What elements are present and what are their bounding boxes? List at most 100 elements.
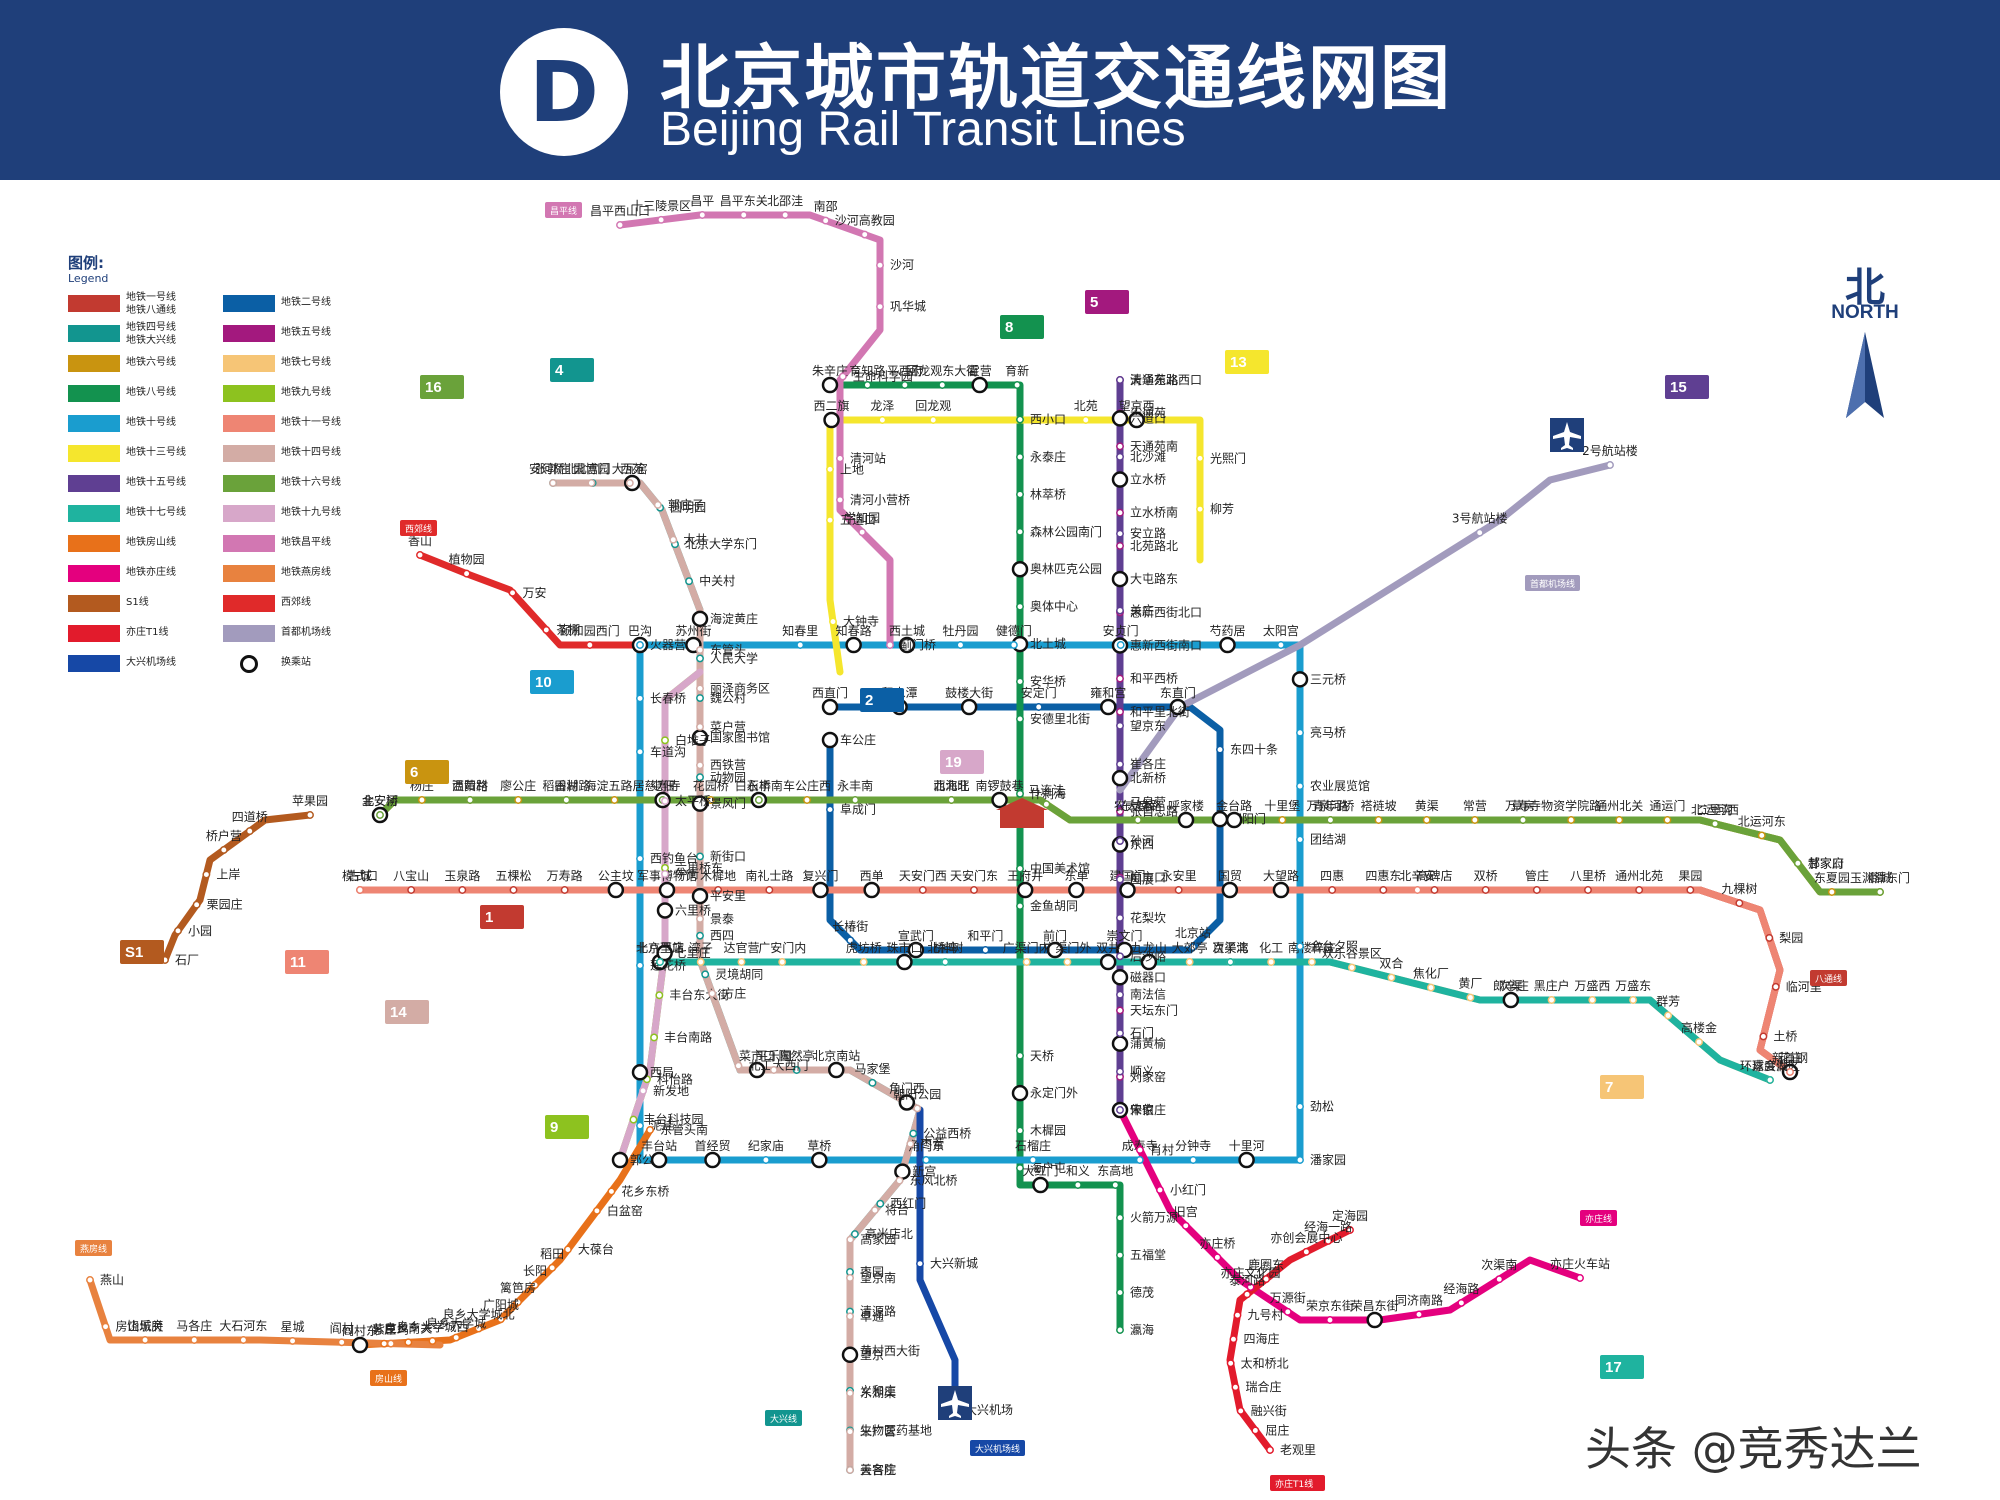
station-label: 苏州街 bbox=[675, 624, 711, 638]
legend-item: 地铁二号线 bbox=[223, 293, 373, 313]
station-label: 菜户营 bbox=[710, 719, 746, 734]
station-label: 角门东 bbox=[908, 1138, 944, 1153]
station-label: 屈庄 bbox=[1265, 1422, 1289, 1437]
station-label: 景泰 bbox=[710, 912, 734, 926]
transfer-station-icon bbox=[1225, 811, 1243, 829]
station-label: 国展 bbox=[1130, 872, 1154, 886]
station-dot bbox=[1519, 816, 1527, 824]
station-dot bbox=[306, 811, 314, 819]
line-route bbox=[1116, 1106, 1584, 1324]
station-label: 海淀黄庄 bbox=[710, 611, 758, 626]
transfer-station-icon bbox=[351, 1336, 369, 1354]
station-label: 田村 bbox=[554, 779, 578, 793]
station-label: 北工大西门 bbox=[748, 1058, 808, 1073]
line-badge: S1 bbox=[120, 940, 164, 964]
station-dot bbox=[655, 991, 664, 1000]
badge-number: 19 bbox=[945, 754, 962, 771]
station-dot bbox=[698, 211, 707, 219]
station-label: 北运河东 bbox=[1738, 814, 1786, 828]
station-label: 小园 bbox=[188, 924, 212, 938]
badge-bg bbox=[860, 688, 904, 712]
legend-swatch bbox=[68, 385, 120, 402]
station-dot bbox=[821, 216, 830, 225]
station-label: 团结湖 bbox=[1310, 832, 1346, 847]
station-dot bbox=[1757, 831, 1766, 840]
station-label: 北土城 bbox=[1030, 637, 1066, 651]
station-dot bbox=[1387, 973, 1396, 982]
legend-swatch bbox=[223, 475, 275, 492]
airplane-glyph bbox=[941, 1390, 969, 1418]
station-dot bbox=[190, 1336, 199, 1344]
legend-item: 地铁十六号线 bbox=[223, 473, 373, 493]
legend-swatch bbox=[223, 625, 275, 642]
line-route bbox=[1226, 1226, 1354, 1454]
station-label: 高家园 bbox=[860, 1232, 896, 1247]
transfer-station-icon bbox=[607, 881, 625, 899]
line-badge: 1 bbox=[480, 905, 524, 929]
pin-bg bbox=[765, 1410, 802, 1426]
station-dot bbox=[1347, 963, 1356, 972]
station-label: 知春里 bbox=[782, 624, 818, 638]
station-dot bbox=[1686, 886, 1695, 894]
station-dot bbox=[1759, 1032, 1768, 1041]
station-dot bbox=[836, 454, 844, 463]
station-label: 惠新西街北口 bbox=[1130, 604, 1202, 619]
rail-transit-map[interactable]: 古城八宝山玉泉路五棵松万寿路公主坟军事博物馆木樨地南礼士路复兴门西单天安门西天安… bbox=[0, 180, 2000, 1500]
station-dot bbox=[509, 886, 518, 894]
station-dot bbox=[531, 1280, 540, 1289]
transfer-station-icon bbox=[1291, 671, 1309, 688]
station-label: 北安河 bbox=[362, 793, 398, 808]
pin-label: 昌平线 bbox=[550, 205, 577, 217]
station-label: 管庄 bbox=[1525, 868, 1549, 883]
station-dot bbox=[1116, 529, 1124, 538]
title-chinese: 北京城市轨道交通线网图 bbox=[660, 37, 1452, 119]
station-label: 马泉营 bbox=[1130, 796, 1166, 810]
station-dot bbox=[846, 1389, 854, 1398]
transfer-station-icon bbox=[828, 1061, 845, 1079]
station-dot bbox=[625, 479, 634, 487]
line-badge: 14 bbox=[385, 1000, 429, 1024]
station-label: 善各庄 bbox=[860, 1462, 896, 1477]
transfer-station-icon bbox=[821, 376, 839, 394]
station-label: 清河小营桥 bbox=[850, 493, 910, 507]
station-label: 生命科学园 bbox=[853, 369, 913, 384]
legend-item: 换乘站 bbox=[223, 653, 373, 673]
station-label: 园博园 bbox=[573, 461, 609, 476]
legend-swatch bbox=[223, 535, 275, 552]
station-label: 通运门 bbox=[1649, 798, 1685, 813]
station-dot bbox=[696, 773, 704, 782]
station-label: 模式口 bbox=[342, 869, 378, 883]
badge-bg bbox=[405, 760, 449, 784]
station-label: 崔各庄 bbox=[1130, 756, 1166, 771]
legend-item: 地铁十五号线 bbox=[68, 473, 218, 493]
line-name-pin: 大兴线 bbox=[765, 1410, 802, 1426]
station-dot bbox=[452, 1333, 461, 1342]
station-label: 森林公园南门 bbox=[1030, 524, 1102, 539]
station-label: 高碑店 bbox=[1416, 868, 1452, 883]
station-dot bbox=[1116, 1067, 1124, 1076]
station-label: 物资学院路 bbox=[1541, 798, 1601, 813]
station-dot bbox=[1116, 837, 1124, 846]
line-badge: 11 bbox=[285, 950, 329, 974]
station-dot bbox=[696, 914, 704, 923]
station-dot bbox=[868, 1078, 877, 1087]
station-label: 白石桥南 bbox=[735, 778, 783, 793]
station-label: 天安门西 bbox=[899, 868, 947, 883]
station-label: 九龙山 bbox=[1131, 941, 1167, 955]
station-label: 西黄村 bbox=[452, 779, 488, 793]
badge-bg bbox=[530, 670, 574, 694]
station-label: 呼家楼 bbox=[1168, 798, 1204, 813]
station-dot bbox=[560, 886, 569, 894]
station-dot bbox=[850, 1230, 859, 1239]
station-label: 桥户营 bbox=[206, 828, 242, 843]
line-route bbox=[826, 416, 1204, 676]
station-label: 通州北关 bbox=[1595, 799, 1643, 813]
station-dot bbox=[1430, 886, 1439, 894]
station-dot bbox=[1116, 1251, 1124, 1260]
station-dot bbox=[696, 722, 704, 731]
station-label: 大兴机场 bbox=[965, 1403, 1013, 1417]
pin-label: 房山线 bbox=[375, 1373, 402, 1385]
station-dot bbox=[876, 302, 884, 311]
station-label: 天宫院 bbox=[860, 1462, 896, 1477]
